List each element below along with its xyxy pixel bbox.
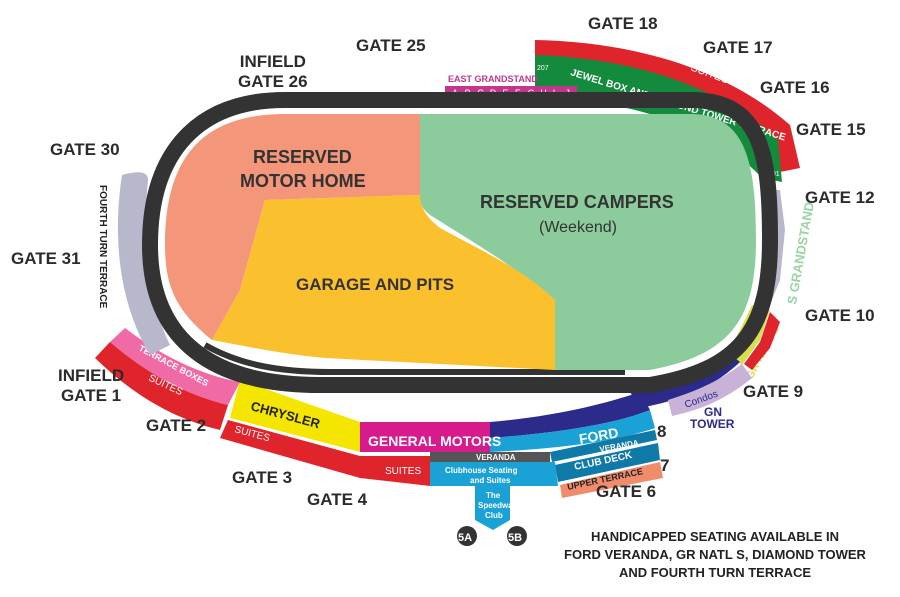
lower-suites-label-2: SUITES	[385, 466, 421, 477]
gate-10[interactable]: GATE 10	[805, 306, 875, 325]
notice-line-1: HANDICAPPED SEATING AVAILABLE IN	[591, 529, 839, 544]
clubhouse-label-2: and Suites	[470, 476, 511, 485]
zone-reserved-campers[interactable]	[419, 114, 756, 370]
speedway-club-label-1: The	[486, 491, 501, 500]
section-left-suites[interactable]	[95, 342, 228, 430]
pit-road	[203, 342, 625, 375]
gm-veranda-label: VERANDA	[476, 453, 516, 462]
gate-7[interactable]: 7	[660, 456, 670, 475]
gate-30[interactable]: GATE 30	[50, 140, 120, 159]
gn-tower-label-2: TOWER	[690, 417, 735, 431]
handicapped-seating-notice: HANDICAPPED SEATING AVAILABLE IN FORD VE…	[540, 528, 890, 582]
gate-5b-label: 5B	[508, 532, 522, 544]
gate-8[interactable]: 8	[657, 422, 667, 441]
gate-4[interactable]: GATE 4	[307, 490, 368, 509]
section-jewel-box-terrace[interactable]	[535, 55, 782, 182]
infield-gate-26-line1: INFIELD	[239, 52, 306, 71]
gate-5a-marker[interactable]	[457, 526, 477, 546]
speedway-club-label-3: Club	[485, 511, 503, 520]
gate-5b-marker[interactable]	[507, 526, 527, 546]
gate-17[interactable]: GATE 17	[703, 38, 773, 57]
section-gr-natl-suites[interactable]	[744, 312, 780, 370]
notice-line-2: FORD VERANDA, GR NATL S, DIAMOND TOWER	[564, 547, 866, 562]
section-speedway-club[interactable]	[475, 486, 510, 530]
gn-tower-label-1: GN	[704, 405, 722, 419]
gate-9[interactable]: GATE 9	[743, 382, 804, 401]
section-ford-veranda[interactable]	[550, 430, 657, 462]
section-condos[interactable]	[668, 364, 752, 416]
section-clubhouse[interactable]	[430, 462, 558, 486]
reserved-motor-home-label-2: MOTOR HOME	[240, 171, 366, 191]
section-upper-terrace[interactable]	[560, 462, 663, 498]
notice-line-3: AND FOURTH TURN TERRACE	[618, 565, 812, 580]
zone-garage-and-pits[interactable]	[212, 195, 555, 370]
race-track	[141, 92, 779, 393]
section-ford[interactable]	[490, 392, 650, 438]
section-chrysler[interactable]	[230, 380, 360, 452]
section-terrace-boxes[interactable]	[110, 328, 240, 405]
zone-reserved-motor-home[interactable]	[165, 114, 420, 340]
infield-gate-26-line2: GATE 26	[238, 72, 308, 91]
gate-15[interactable]: GATE 15	[796, 120, 866, 139]
section-lower-suites[interactable]	[220, 420, 430, 486]
reserved-motor-home-label-1: RESERVED	[253, 147, 352, 167]
fourth-turn-terrace-label: FOURTH TURN TERRACE	[97, 185, 108, 309]
gate-5a-label: 5A	[458, 532, 472, 544]
infield-gate-1-line2: GATE 1	[60, 386, 122, 405]
reserved-campers-sub: (Weekend)	[539, 219, 617, 236]
infield-gate-26[interactable]: INFIELD GATE 26	[238, 52, 308, 92]
gate-6[interactable]: GATE 6	[596, 482, 657, 501]
speedway-club-label-2: Speedway	[478, 501, 518, 510]
gate-25[interactable]: GATE 25	[356, 36, 426, 55]
garage-and-pits-label: GARAGE AND PITS	[296, 275, 454, 294]
section-club-deck[interactable]	[555, 443, 660, 482]
gate-2[interactable]: GATE 2	[146, 416, 207, 435]
reserved-campers-label: RESERVED CAMPERS	[480, 192, 674, 212]
gate-12[interactable]: GATE 12	[805, 188, 875, 207]
gate-3[interactable]: GATE 3	[232, 468, 293, 487]
east-grandstand-label: EAST GRANDSTAND	[448, 74, 538, 84]
s-grandstand-label: S GRANDSTAND	[784, 201, 817, 306]
general-motors-label: GENERAL MOTORS	[368, 433, 501, 449]
gate-16[interactable]: GATE 16	[760, 78, 830, 97]
infield-gate-1-line1: INFIELD	[58, 366, 125, 385]
infield-gate-1[interactable]: INFIELD GATE 1	[58, 366, 124, 406]
clubhouse-label-1: Clubhouse Seating	[445, 466, 518, 475]
jewel-box-num-left: 207	[537, 65, 549, 72]
section-ford-seats[interactable]	[490, 410, 655, 452]
section-general-motors[interactable]	[360, 422, 490, 452]
gate-18[interactable]: GATE 18	[588, 14, 658, 33]
section-gm-veranda[interactable]	[430, 452, 550, 462]
gate-31[interactable]: GATE 31	[11, 249, 81, 268]
